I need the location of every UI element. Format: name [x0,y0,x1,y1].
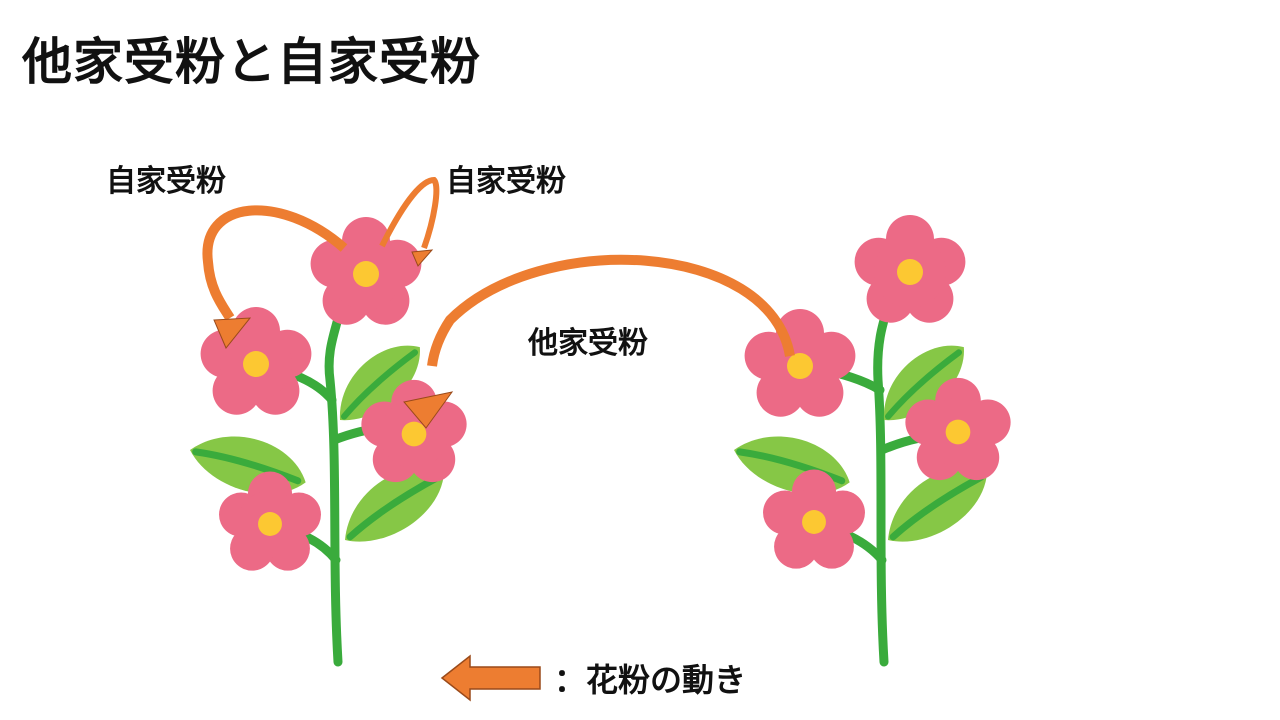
cross-pollination-label: 他家受粉 [528,326,648,361]
page-title: 他家受粉と自家受粉 [22,33,481,91]
self-pollination-arrow-left [202,205,348,349]
self-pollination-label-right: 自家受粉 [446,164,566,199]
flower [744,309,856,417]
flower [854,215,966,323]
self-pollination-label-left: 自家受粉 [106,164,226,199]
right-plant [727,215,1011,667]
self-pollination-arrow-right [379,176,440,267]
cross-pollination-arrow [403,254,795,429]
legend-text: ：花粉の動き [554,661,747,699]
left-plant [183,217,467,667]
legend: ：花粉の動き [440,648,746,708]
left-arrow-icon [440,654,541,702]
